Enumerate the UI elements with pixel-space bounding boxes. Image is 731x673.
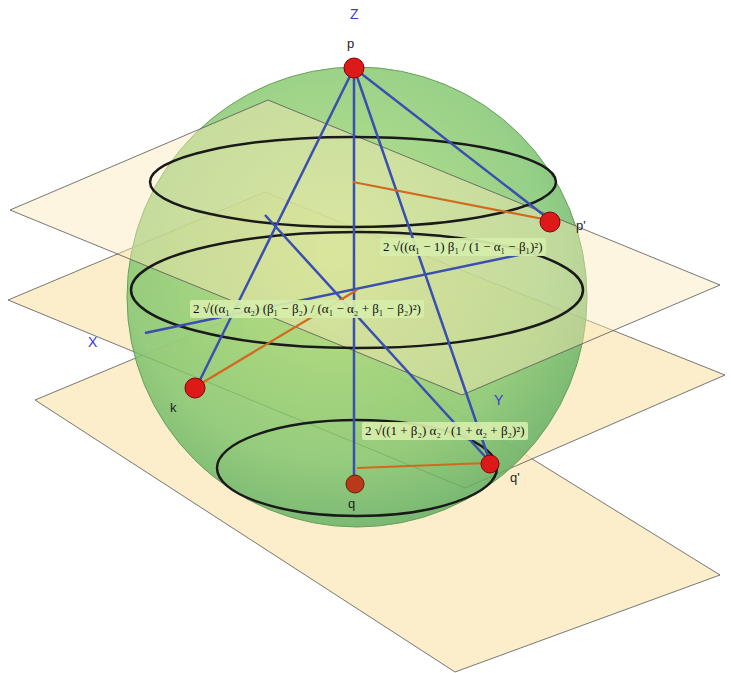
point-label: q' [510,470,520,485]
axis-label: X [88,334,97,350]
point-label: p' [576,218,586,233]
point [540,212,560,232]
point [481,455,499,473]
point-label: p [347,36,354,51]
formula-label: 2 √((α₁ − α₂) (β₁ − β₂) / (α₁ − α₂ + β₁ … [190,300,424,318]
axis-label: Y [494,392,503,408]
axis-label: Z [350,6,359,22]
point [344,58,364,78]
z-axis [353,68,356,480]
point-label: k [170,400,177,415]
formula-label: 2 √((1 + β₂) α₂ / (1 + α₂ + β₂)²) [362,422,528,440]
x-axis [145,250,542,333]
radius-segment [353,182,548,220]
plane [10,100,720,395]
point [185,378,205,398]
point-label: q [348,496,355,511]
ray [354,68,490,462]
formula-label: 2 √((α₁ − 1) β₁ / (1 − α₁ − β₁)²) [380,238,546,256]
point [346,475,364,493]
ray [354,68,550,220]
radius-segment [357,463,488,468]
